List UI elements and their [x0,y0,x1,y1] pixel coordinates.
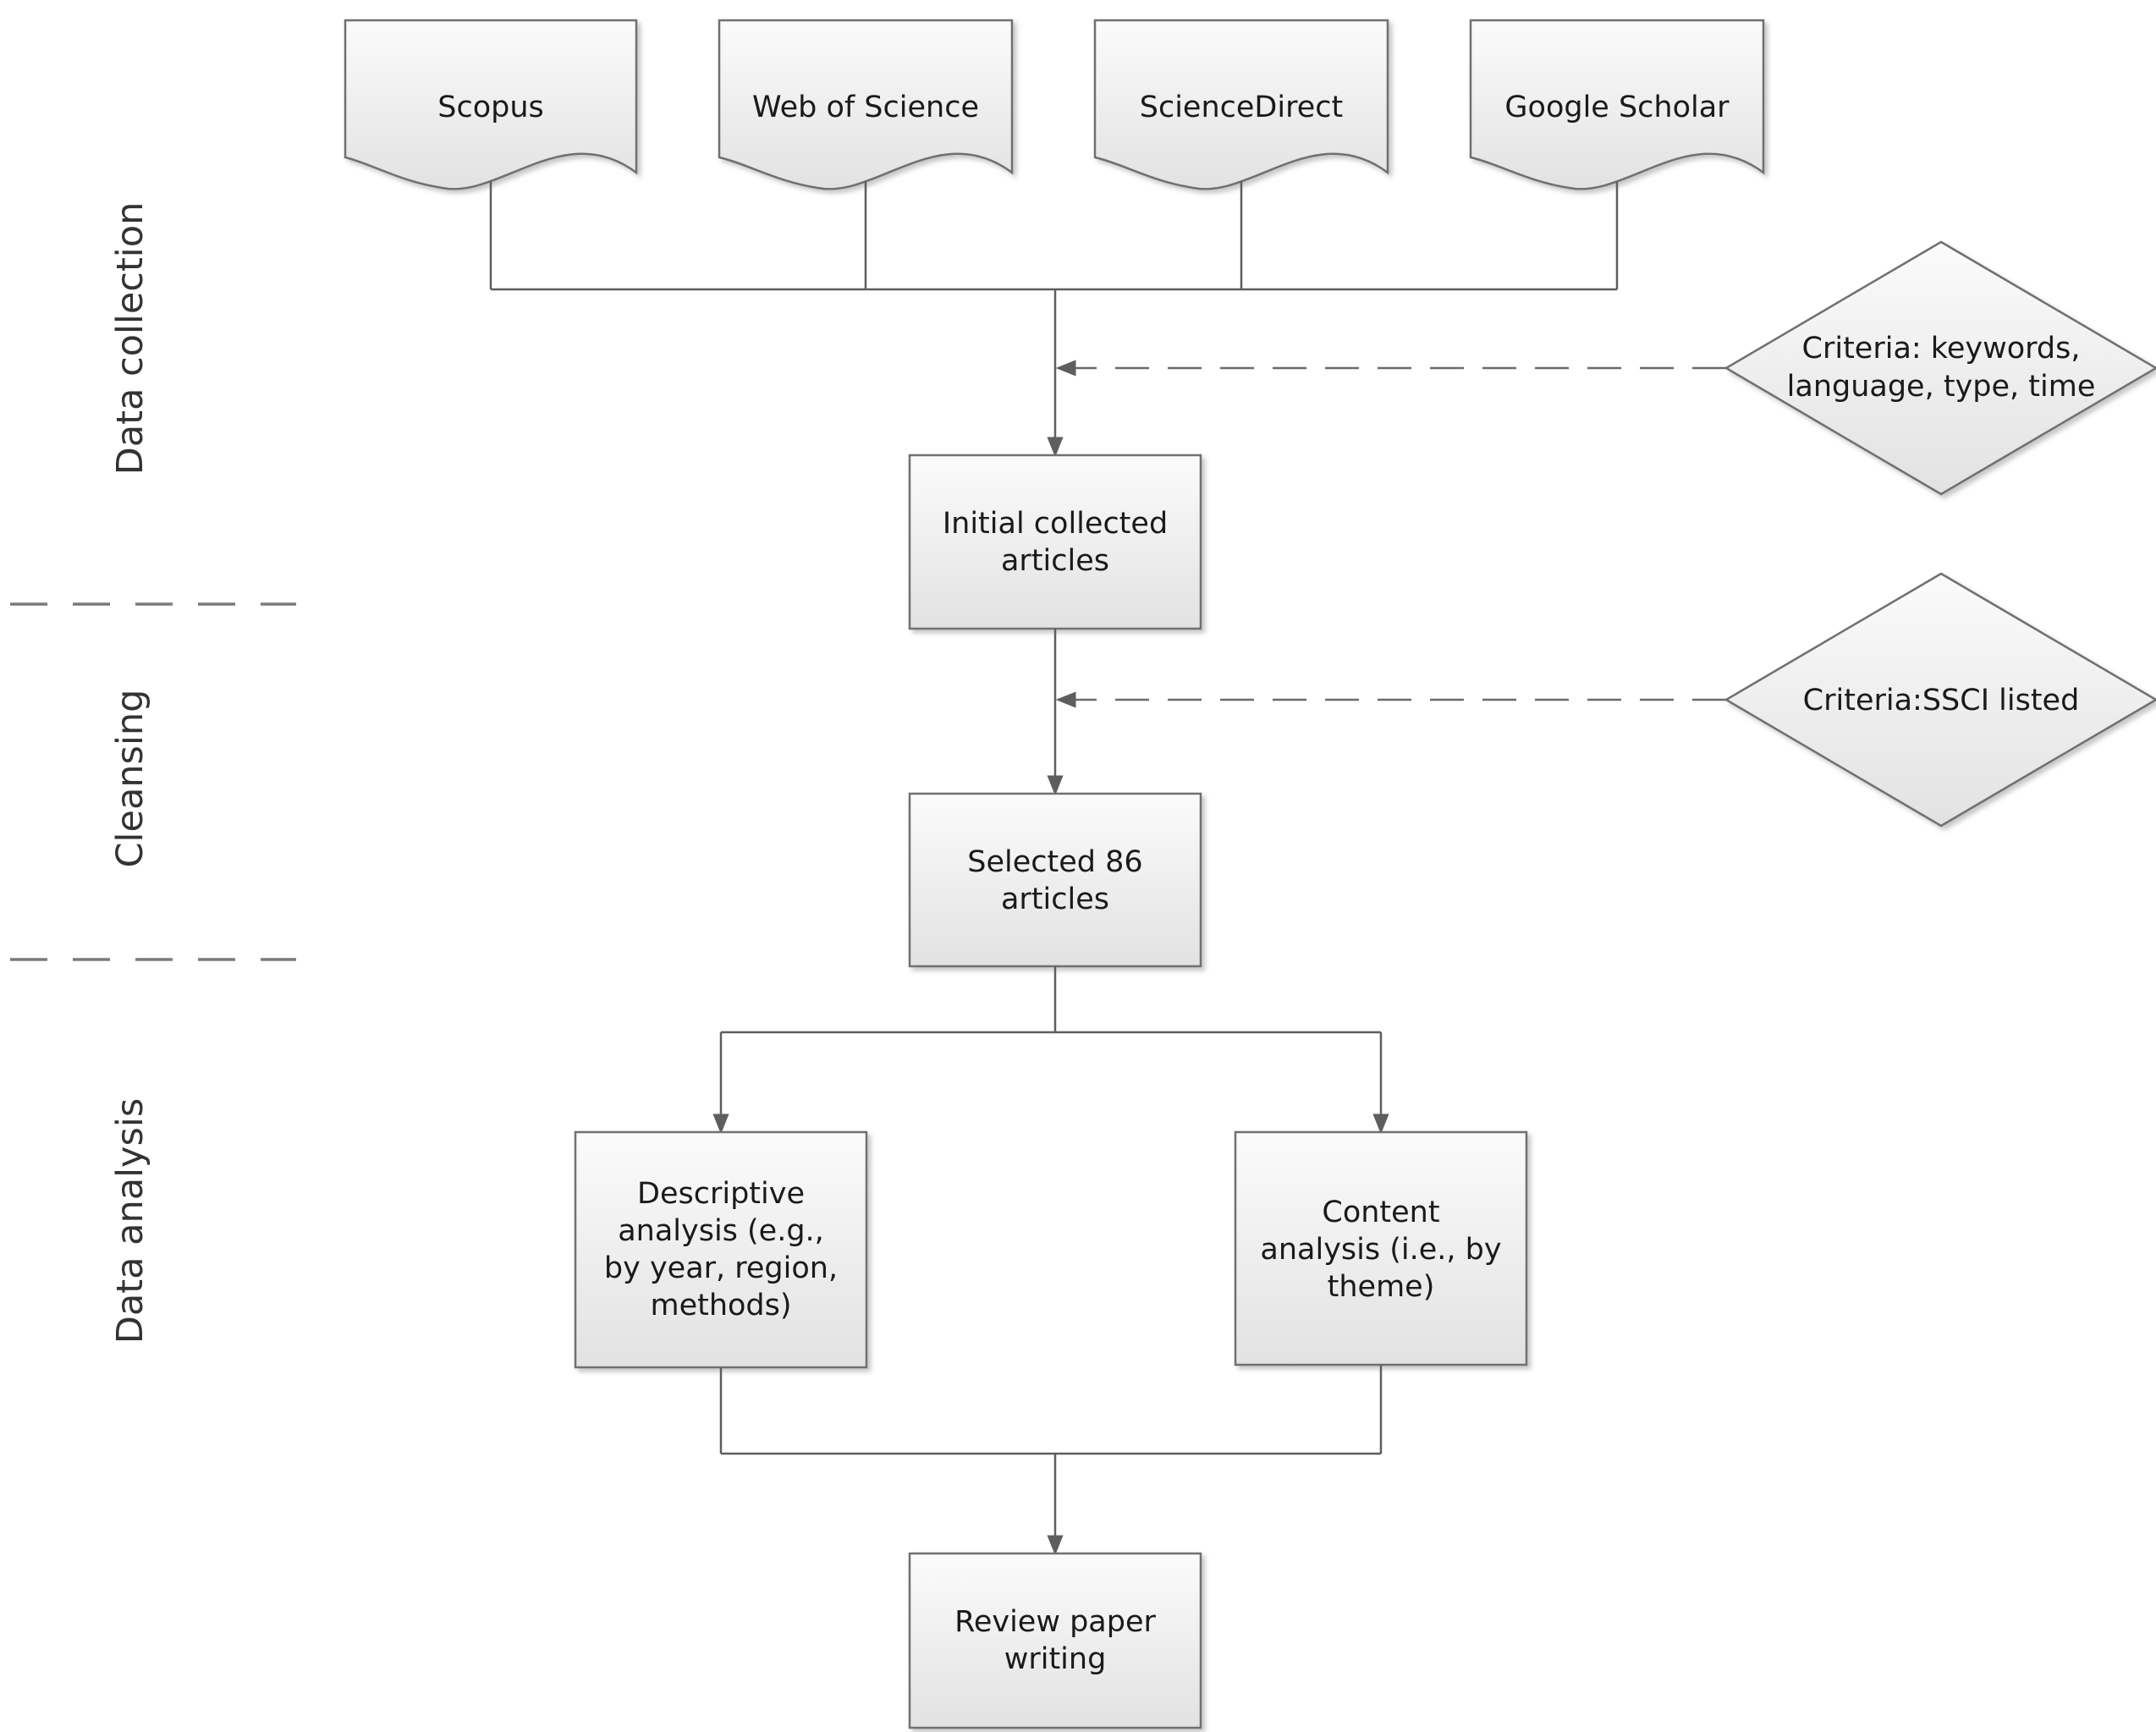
source-web-of-science [718,19,1014,190]
step-selected-line-2: articles [1001,882,1109,916]
phase-label-data-collection: Data collection [109,202,151,476]
step-selected-line-1: Selected 86 [967,845,1142,879]
criteria-collection-diamond [1724,240,2156,496]
step-descriptive-line-3: by year, region, [604,1251,838,1285]
source-web-of-science-label: Web of Science [752,91,979,124]
source-sciencedirect [1093,19,1389,190]
step-review-box [908,1552,1202,1729]
source-merge-connector [489,181,1619,291]
step-content-box [1234,1130,1528,1366]
criteria-cleansing-label: Criteria:SSCI listed [1803,684,2080,718]
step-initial-line-2: articles [1001,544,1109,578]
source-sciencedirect-label: ScienceDirect [1140,91,1343,124]
criteria-collection-line-2: language, type, time [1787,370,2096,404]
step-content-line-2: analysis (i.e., by [1260,1233,1501,1267]
analysis-split-connector [712,966,1389,1135]
criteria-cleansing-diamond [1724,572,2156,828]
criteria-collection-line-1: Criteria: keywords, [1802,332,2081,366]
step-review-line-1: Review paper [954,1605,1156,1639]
step-initial-collected-box [908,454,1202,630]
phase-label-cleansing: Cleansing [109,690,151,868]
step-descriptive-line-2: analysis (e.g., [618,1214,824,1248]
analysis-join-connector [719,1365,1383,1556]
source-scopus-label: Scopus [437,91,544,124]
source-google-scholar-label: Google Scholar [1504,91,1730,124]
step-selected-box [908,792,1202,968]
source-google-scholar [1469,19,1765,190]
step-review-line-2: writing [1004,1642,1107,1676]
phase-label-data-analysis: Data analysis [109,1098,151,1344]
step-descriptive-line-4: methods) [650,1289,791,1322]
source-scopus [344,19,638,190]
step-initial-line-1: Initial collected [943,507,1168,541]
step-descriptive-line-1: Descriptive [637,1177,805,1211]
step-descriptive-box [574,1130,868,1369]
step-content-line-1: Content [1322,1196,1439,1229]
step-content-line-3: theme) [1328,1270,1435,1304]
